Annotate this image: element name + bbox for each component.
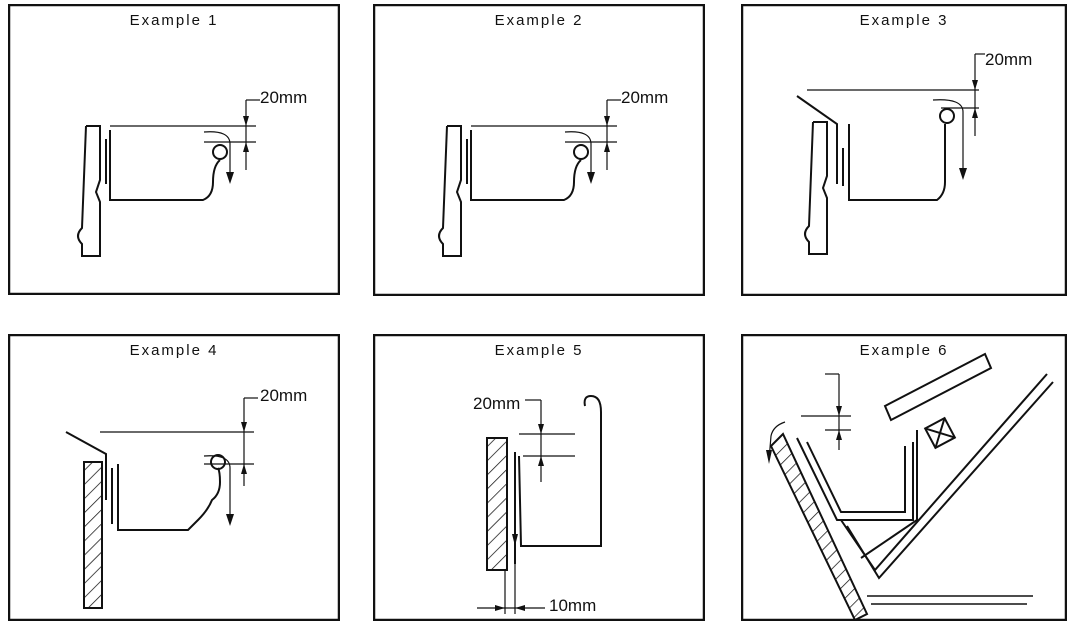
example-3-panel: Example 3 20mm [741, 4, 1067, 296]
example-1-panel: Example 1 20mm [8, 4, 340, 295]
example-2-panel: Example 2 20mm [373, 4, 705, 296]
example-2-dimension-label: 20mm [621, 88, 669, 107]
example-5-dimension-label-2: 10mm [549, 596, 597, 615]
example-3-diagram [741, 4, 1067, 296]
example-4-title: Example 4 [129, 342, 219, 359]
example-5-panel: Example 5 20mm 10mm [373, 334, 705, 621]
example-3-title: Example 3 [859, 12, 949, 29]
example-6-diagram [741, 334, 1067, 621]
example-1-diagram [8, 4, 340, 295]
example-6-title: Example 6 [859, 342, 949, 359]
example-5-title: Example 5 [494, 342, 584, 359]
example-2-title: Example 2 [494, 12, 584, 29]
example-1-dimension-label: 20mm [260, 88, 308, 107]
example-6-panel: Example 6 [741, 334, 1067, 621]
example-5-diagram [373, 334, 705, 621]
example-3-dimension-label: 20mm [985, 50, 1033, 69]
example-1-title: Example 1 [129, 12, 219, 29]
example-4-panel: Example 4 20mm [8, 334, 340, 621]
example-5-dimension-label: 20mm [473, 394, 521, 413]
example-2-diagram [373, 4, 705, 296]
example-4-diagram [8, 334, 340, 621]
example-4-dimension-label: 20mm [260, 386, 308, 405]
